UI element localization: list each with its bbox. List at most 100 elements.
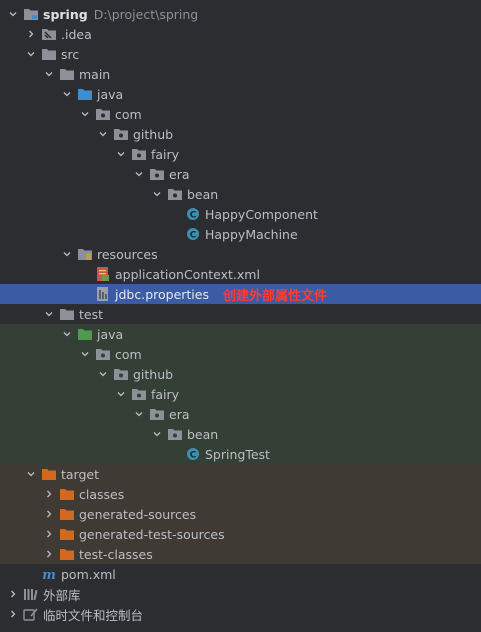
class-icon: C xyxy=(185,446,201,462)
tree-label: com xyxy=(115,106,142,122)
package-icon xyxy=(113,366,129,382)
tree-label: java xyxy=(97,86,124,102)
tree-label: target xyxy=(61,466,100,482)
chevron-down-icon[interactable] xyxy=(42,67,56,81)
tree-row-spring-test[interactable]: C SpringTest xyxy=(0,444,481,464)
properties-file-icon xyxy=(95,286,111,302)
test-source-folder-icon xyxy=(77,326,93,342)
tree-row-main-github[interactable]: github xyxy=(0,124,481,144)
chevron-down-icon[interactable] xyxy=(132,167,146,181)
chevron-down-icon[interactable] xyxy=(96,367,110,381)
tree-row-main-era[interactable]: era xyxy=(0,164,481,184)
chevron-down-icon[interactable] xyxy=(6,7,20,21)
package-icon xyxy=(95,106,111,122)
chevron-down-icon[interactable] xyxy=(24,467,38,481)
tree-row-main-fairy[interactable]: fairy xyxy=(0,144,481,164)
source-folder-icon xyxy=(77,86,93,102)
svg-text:C: C xyxy=(190,231,197,241)
tree-row-scratches[interactable]: 临时文件和控制台 xyxy=(0,604,481,624)
package-icon xyxy=(149,406,165,422)
tree-row-generated-sources[interactable]: generated-sources xyxy=(0,504,481,524)
chevron-down-icon[interactable] xyxy=(24,47,38,61)
tree-row-test-com[interactable]: com xyxy=(0,344,481,364)
tree-row-main-java[interactable]: java xyxy=(0,84,481,104)
chevron-down-icon[interactable] xyxy=(114,387,128,401)
svg-text:C: C xyxy=(190,451,197,461)
chevron-right-icon[interactable] xyxy=(42,507,56,521)
tree-row-generated-test-sources[interactable]: generated-test-sources xyxy=(0,524,481,544)
chevron-down-icon[interactable] xyxy=(42,307,56,321)
chevron-down-icon[interactable] xyxy=(150,187,164,201)
tree-label: pom.xml xyxy=(61,566,116,582)
package-icon xyxy=(167,186,183,202)
tree-row-main-bean[interactable]: bean xyxy=(0,184,481,204)
tree-label: era xyxy=(169,406,190,422)
tree-label: com xyxy=(115,346,142,362)
tree-row-happy-machine[interactable]: C HappyMachine xyxy=(0,224,481,244)
tree-row-test-era[interactable]: era xyxy=(0,404,481,424)
chevron-right-icon[interactable] xyxy=(6,587,20,601)
tree-row-target[interactable]: target xyxy=(0,464,481,484)
package-icon xyxy=(113,126,129,142)
tree-row-external-libraries[interactable]: 外部库 xyxy=(0,584,481,604)
chevron-right-icon[interactable] xyxy=(6,607,20,621)
package-icon xyxy=(95,346,111,362)
chevron-down-icon[interactable] xyxy=(114,147,128,161)
tree-label: github xyxy=(133,366,174,382)
excluded-folder-icon xyxy=(41,466,57,482)
excluded-folder-icon xyxy=(59,506,75,522)
tree-row-test-fairy[interactable]: fairy xyxy=(0,384,481,404)
tree-row-classes[interactable]: classes xyxy=(0,484,481,504)
tree-row-resources[interactable]: resources xyxy=(0,244,481,264)
chevron-down-icon[interactable] xyxy=(132,407,146,421)
tree-label: jdbc.properties xyxy=(115,286,209,302)
package-icon xyxy=(131,386,147,402)
tree-row-test-classes[interactable]: test-classes xyxy=(0,544,481,564)
tree-label: main xyxy=(79,66,111,82)
tree-row-test-github[interactable]: github xyxy=(0,364,481,384)
tree-row-happy-component[interactable]: C HappyComponent xyxy=(0,204,481,224)
tree-row-test-java[interactable]: java xyxy=(0,324,481,344)
chevron-down-icon[interactable] xyxy=(78,347,92,361)
excluded-folder-icon xyxy=(59,546,75,562)
excluded-folder-icon xyxy=(59,486,75,502)
tree-label: .idea xyxy=(61,26,92,42)
tree-row-src[interactable]: src xyxy=(0,44,481,64)
tree-row-main-com[interactable]: com xyxy=(0,104,481,124)
tree-row-spring[interactable]: spring D:\project\spring xyxy=(0,4,481,24)
chevron-down-icon[interactable] xyxy=(96,127,110,141)
tree-row-idea[interactable]: .idea xyxy=(0,24,481,44)
tree-label: generated-sources xyxy=(79,506,197,522)
chevron-right-icon[interactable] xyxy=(42,487,56,501)
tree-row-main[interactable]: main xyxy=(0,64,481,84)
tree-row-pom[interactable]: m pom.xml xyxy=(0,564,481,584)
tree-label: applicationContext.xml xyxy=(115,266,260,282)
tree-row-test-bean[interactable]: bean xyxy=(0,424,481,444)
chevron-right-icon[interactable] xyxy=(24,27,38,41)
class-icon: C xyxy=(185,206,201,222)
chevron-down-icon[interactable] xyxy=(60,327,74,341)
folder-icon xyxy=(41,46,57,62)
maven-file-icon: m xyxy=(41,566,57,582)
library-icon xyxy=(23,586,39,602)
tree-label: HappyMachine xyxy=(205,226,298,242)
chevron-down-icon[interactable] xyxy=(150,427,164,441)
svg-text:C: C xyxy=(190,211,197,221)
tree-label: test-classes xyxy=(79,546,153,562)
project-path: D:\project\spring xyxy=(93,6,199,22)
tree-label: src xyxy=(61,46,80,62)
package-icon xyxy=(149,166,165,182)
chevron-down-icon[interactable] xyxy=(78,107,92,121)
idea-folder-icon xyxy=(41,26,57,42)
tree-row-jdbc-properties[interactable]: jdbc.properties 创建外部属性文件 xyxy=(0,284,481,304)
project-name: spring xyxy=(43,6,88,22)
chevron-right-icon[interactable] xyxy=(42,527,56,541)
tree-row-test[interactable]: test xyxy=(0,304,481,324)
chevron-down-icon[interactable] xyxy=(60,87,74,101)
tree-label: bean xyxy=(187,186,219,202)
chevron-right-icon[interactable] xyxy=(42,547,56,561)
tree-row-application-context[interactable]: applicationContext.xml xyxy=(0,264,481,284)
tree-label: resources xyxy=(97,246,158,262)
chevron-down-icon[interactable] xyxy=(60,247,74,261)
